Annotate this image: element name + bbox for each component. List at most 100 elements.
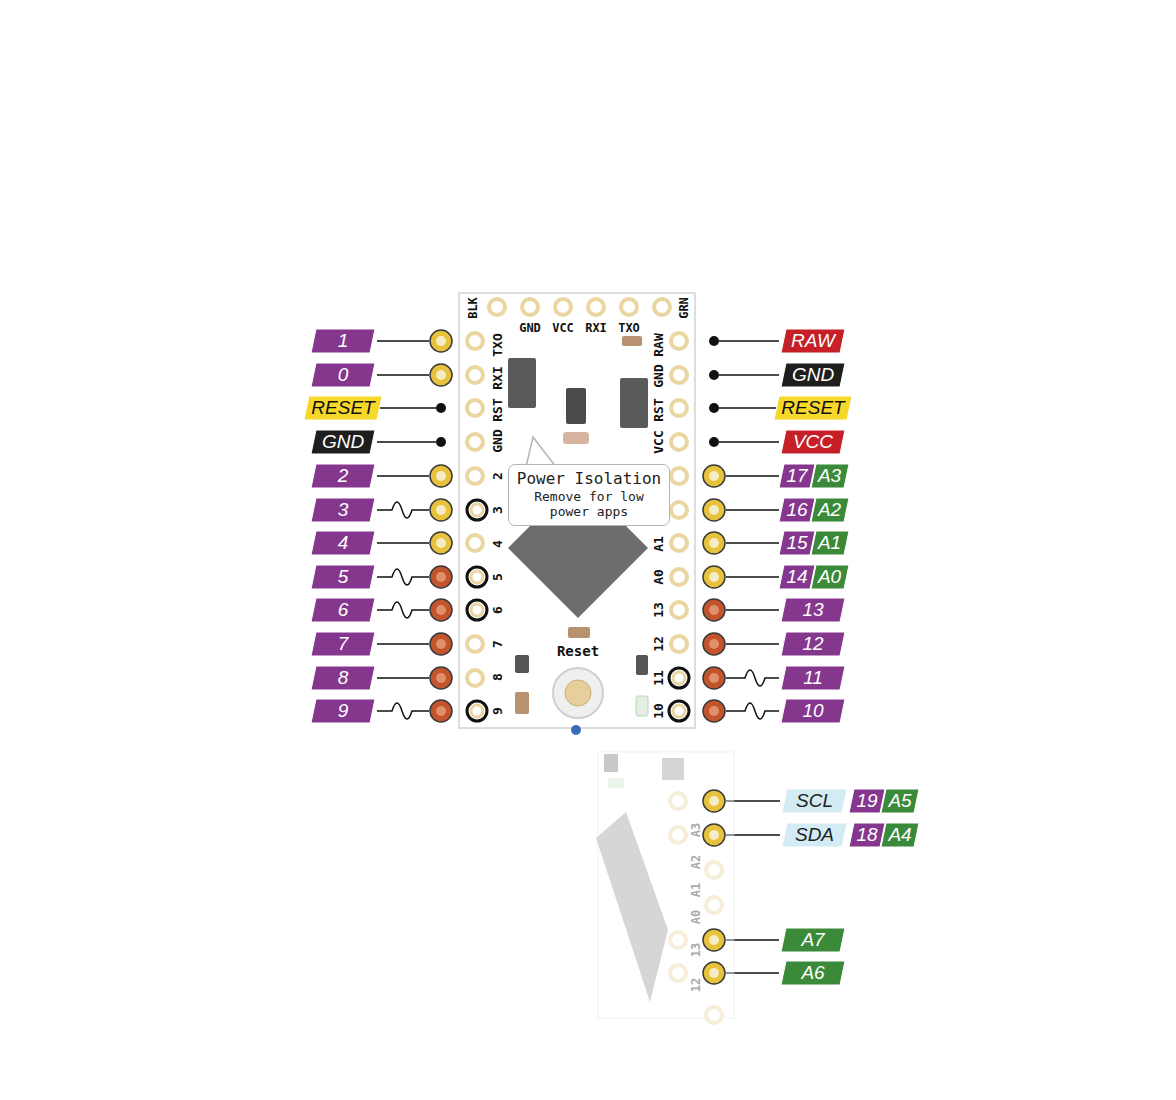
silkscreen-label: 5 <box>491 573 504 581</box>
pin-tag: 4 <box>311 531 375 555</box>
pin-label: 12 <box>781 632 845 656</box>
silkscreen-label: A0 <box>690 910 702 924</box>
silkscreen-label: A3 <box>690 823 702 837</box>
pin-label: 18 <box>849 823 885 847</box>
pin-label: 16 <box>779 498 815 522</box>
pin-label: 15 <box>779 531 815 555</box>
pin-label: A4 <box>881 823 919 847</box>
pin-label: A1 <box>811 531 849 555</box>
pin-label: 10 <box>781 699 845 723</box>
pin-label: GND <box>311 430 375 454</box>
pin-label: 7 <box>311 632 375 656</box>
pin-label: SCL <box>782 789 847 813</box>
pin-tag: A2 <box>811 498 849 522</box>
pin-label: RESET <box>774 396 852 420</box>
silkscreen-label: 12 <box>652 636 665 652</box>
silkscreen-label: GND <box>519 322 541 334</box>
pin-tag: A1 <box>811 531 849 555</box>
silkscreen-label: 9 <box>491 707 504 715</box>
silkscreen-label: VCC <box>652 430 665 453</box>
pin-tag: RAW <box>781 329 845 353</box>
pin-label: 5 <box>311 565 375 589</box>
pin-tag: SDA <box>782 823 847 847</box>
pin-label: VCC <box>781 430 845 454</box>
pin-tag: 9 <box>311 699 375 723</box>
callout-heading: Power Isolation <box>515 469 663 489</box>
pin-label: 14 <box>779 565 815 589</box>
pin-tag: A0 <box>811 565 849 589</box>
pin-label: GND <box>781 363 845 387</box>
pin-tag: 10 <box>781 699 845 723</box>
pin-label: 4 <box>311 531 375 555</box>
pin-tag: GND <box>311 430 375 454</box>
pin-tag: 14 <box>779 565 815 589</box>
silkscreen-label: VCC <box>552 322 574 334</box>
pin-tag: A6 <box>781 961 845 985</box>
silkscreen-label: A1 <box>652 536 665 552</box>
pin-tag: 11 <box>781 666 845 690</box>
silkscreen-label: Reset <box>557 644 599 658</box>
pin-label: RAW <box>781 329 845 353</box>
silkscreen-label: A1 <box>690 883 702 897</box>
pin-tag: GND <box>781 363 845 387</box>
silkscreen-label: TXO <box>491 333 504 356</box>
pin-label: 6 <box>311 598 375 622</box>
pin-tag: 7 <box>311 632 375 656</box>
pin-tag: 13 <box>781 598 845 622</box>
silkscreen-label: GRN <box>678 297 690 319</box>
pin-tag: 16 <box>779 498 815 522</box>
silkscreen-label: 7 <box>491 640 504 648</box>
silkscreen-label: 3 <box>491 506 504 514</box>
pin-label: RESET <box>304 396 382 420</box>
pin-label: A7 <box>781 928 845 952</box>
pin-tag: 3 <box>311 498 375 522</box>
pin-label: 17 <box>779 464 815 488</box>
pin-tag: A5 <box>881 789 919 813</box>
silkscreen-label: 8 <box>491 673 504 681</box>
pin-label: A2 <box>811 498 849 522</box>
silkscreen-label: RST <box>491 398 504 421</box>
pin-tag: 19 <box>849 789 885 813</box>
pin-label: 13 <box>781 598 845 622</box>
pin-label: 9 <box>311 699 375 723</box>
pin-tag: 2 <box>311 464 375 488</box>
pin-tag: 8 <box>311 666 375 690</box>
silkscreen-label: 13 <box>690 943 702 957</box>
pin-tag: 18 <box>849 823 885 847</box>
silkscreen-label: 13 <box>652 602 665 618</box>
pin-tag: A7 <box>781 928 845 952</box>
silkscreen-label: 2 <box>491 472 504 480</box>
silkscreen-label: GND <box>491 429 504 452</box>
silkscreen-label: 4 <box>491 540 504 548</box>
silkscreen-label: RXI <box>491 366 504 389</box>
silkscreen-label: 6 <box>491 606 504 614</box>
pin-tag: A3 <box>811 464 849 488</box>
pin-tag: SCL <box>782 789 847 813</box>
pin-label: A5 <box>881 789 919 813</box>
silkscreen-label: RXI <box>585 322 607 334</box>
silkscreen-label: A2 <box>690 855 702 869</box>
pin-tag: 1 <box>311 329 375 353</box>
pin-tag: VCC <box>781 430 845 454</box>
silkscreen-label: TXO <box>618 322 640 334</box>
pin-label: 3 <box>311 498 375 522</box>
pin-tag: 0 <box>311 363 375 387</box>
pin-tag: RESET <box>304 396 382 420</box>
pin-tag: RESET <box>774 396 852 420</box>
pin-tag: 6 <box>311 598 375 622</box>
callout-box: Power IsolationRemove for low power apps <box>508 464 670 526</box>
silkscreen-label: A0 <box>652 569 665 585</box>
silkscreen-label: BLK <box>467 297 479 319</box>
pin-tag: 17 <box>779 464 815 488</box>
pin-label: 8 <box>311 666 375 690</box>
pin-tag: 12 <box>781 632 845 656</box>
pin-label: 11 <box>781 666 845 690</box>
silkscreen-label: GND <box>652 364 665 387</box>
silkscreen-label: RAW <box>652 333 665 356</box>
pin-tag: 15 <box>779 531 815 555</box>
pin-label: 1 <box>311 329 375 353</box>
silkscreen-label: RST <box>652 398 665 421</box>
callout-note: Remove for low power apps <box>515 489 663 519</box>
